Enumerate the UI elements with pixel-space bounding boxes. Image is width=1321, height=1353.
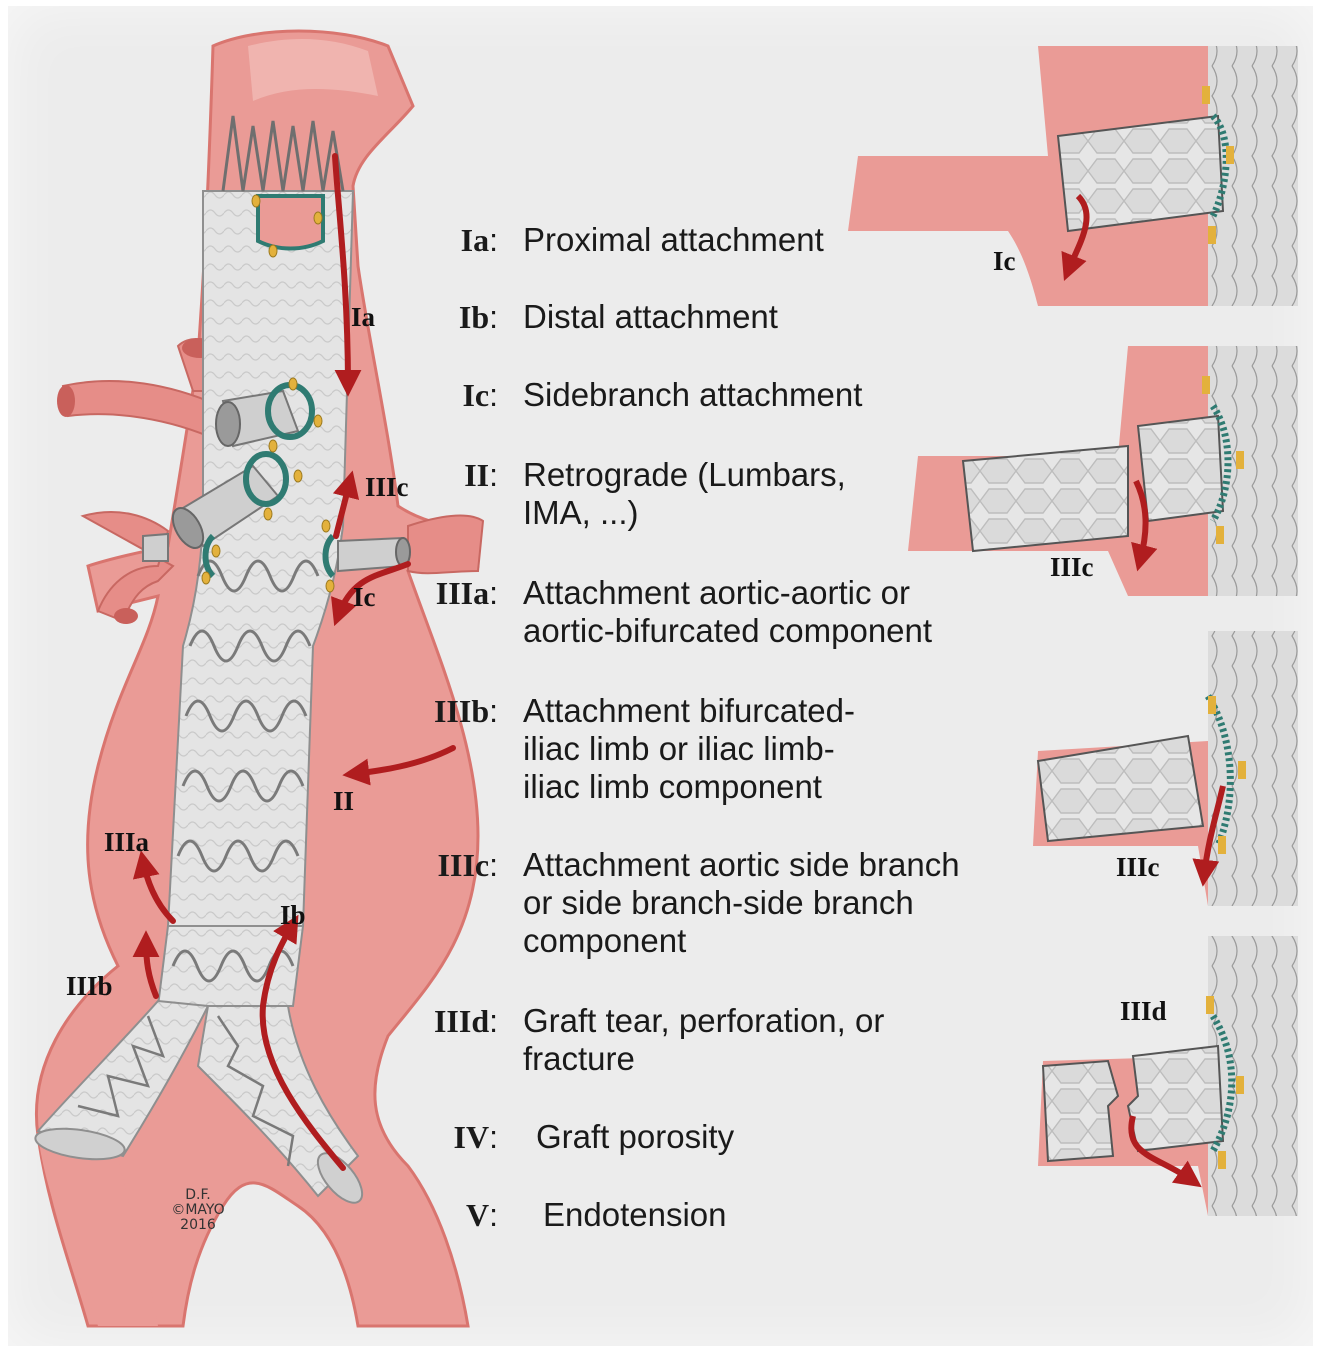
renal-artery-left (57, 381, 208, 436)
legend-text: Sidebranch attachment (523, 376, 1083, 414)
legend-text: Proximal attachment (523, 221, 1083, 259)
label-ia: Ia (351, 302, 375, 333)
label-detail-iiic-2: IIIc (1116, 852, 1160, 883)
label-detail-iiid: IIId (1120, 996, 1167, 1027)
legend-code: IIIc (438, 847, 490, 883)
legend-code: Ic (462, 377, 489, 413)
label-iiia: IIIa (104, 827, 149, 858)
legend-code: IIIa (436, 575, 489, 611)
legend-item-iiic: IIIc: Attachment aortic side branch or s… (448, 846, 1108, 966)
legend-code: V (466, 1197, 489, 1233)
legend-item-iiid: IIId: Graft tear, perforation, or fractu… (448, 1002, 1108, 1122)
legend-code: IIIb (434, 693, 489, 729)
figure-panel: Ia IIIc Ic II IIIa Ib IIIb Ic IIIc IIIc … (8, 6, 1313, 1346)
legend-code: II (464, 457, 489, 493)
legend-text: Attachment bifurcated- iliac limb or ili… (523, 692, 1083, 806)
legend-text: Attachment aortic side branch or side br… (523, 846, 1083, 960)
label-ib: Ib (280, 900, 306, 931)
label-ic: Ic (353, 582, 376, 613)
label-iiib: IIIb (66, 971, 113, 1002)
label-iiic: IIIc (365, 472, 409, 503)
legend-item-iiia: IIIa: Attachment aortic-aortic or aortic… (448, 574, 1108, 694)
legend-item-v: V: Endotension (448, 1196, 1108, 1316)
legend-text: Graft tear, perforation, or fracture (523, 1002, 1083, 1078)
legend-code: Ia (461, 222, 489, 258)
legend: Ia: Proximal attachment Ib: Distal attac… (448, 6, 1108, 1346)
legend-text: Distal attachment (523, 298, 1083, 336)
legend-text: Attachment aortic-aortic or aortic-bifur… (523, 574, 1083, 650)
legend-code: IIId (434, 1003, 489, 1039)
legend-item-iiib: IIIb: Attachment bifurcated- iliac limb … (448, 692, 1108, 812)
legend-text: Endotension (543, 1196, 1103, 1234)
legend-code: IV (454, 1119, 490, 1155)
legend-text: Graft porosity (536, 1118, 1096, 1156)
legend-text: Retrograde (Lumbars, IMA, ...) (523, 456, 1083, 532)
label-ii: II (333, 786, 354, 817)
legend-code: Ib (459, 299, 489, 335)
artist-signature: D.F. ©MAYO 2016 (168, 1188, 228, 1233)
legend-item-ii: II: Retrograde (Lumbars, IMA, ...) (448, 456, 1108, 576)
